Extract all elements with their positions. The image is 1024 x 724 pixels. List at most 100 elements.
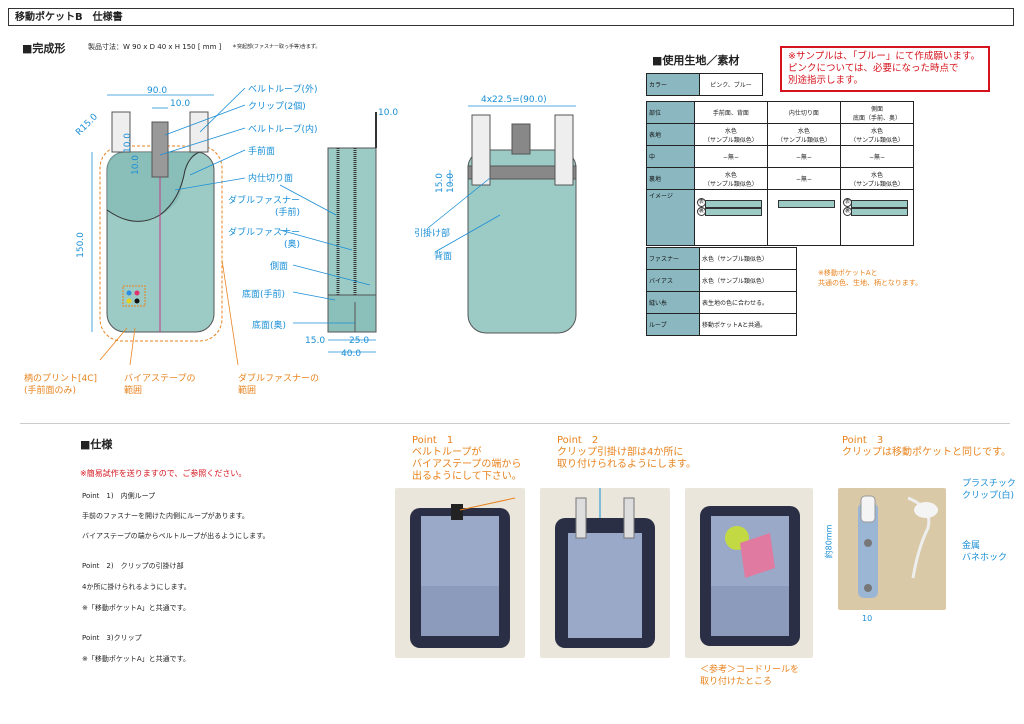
- row-label: イメージ: [646, 189, 695, 246]
- dim-clip-h1: 10.0: [123, 132, 134, 154]
- photo-clip: [838, 488, 946, 610]
- cell: 水色 （サンプル類似色）: [839, 123, 915, 146]
- section-divider: [20, 423, 1010, 424]
- dim-side-top: 10.0: [378, 108, 399, 118]
- spec-line: ※「移動ポケットA」と共通です。: [82, 655, 190, 663]
- common-note: ※移動ポケットAと 共通の色、生地、柄となります。: [818, 269, 923, 287]
- mark-front: 表: [842, 198, 852, 207]
- callout-print: 柄のプリント[4C] (手前面のみ): [24, 374, 98, 396]
- cell: −無−: [693, 145, 768, 168]
- spec-line: Point 1) 内側ループ: [82, 492, 156, 500]
- document-title: 移動ポケットB 仕様書: [8, 8, 1014, 26]
- material-table: 部位 手前面、背面 内仕切り面 側面 底面（手前、奥） 表地 水色 （サンプル類…: [646, 101, 915, 246]
- inner-loop: [151, 121, 169, 178]
- spec-notice: ※簡易試作を送りますので、ご参照ください。: [80, 469, 247, 478]
- callout-front-face: 手前面: [248, 147, 276, 157]
- callout-side: 側面: [270, 262, 289, 272]
- col-part: 部位: [646, 101, 695, 124]
- callout-belt-loop-out: ベルトループ(外): [248, 85, 318, 95]
- point1-caption: Point 1 ベルトループが バイアステープの端から 出るようにして下さい。: [412, 435, 522, 482]
- callout-bottom-front: 底面(手前): [242, 290, 286, 300]
- color-value: ピンク、ブルー: [699, 73, 763, 96]
- photo-point2: [540, 488, 670, 658]
- callout-clip: クリップ(2個): [248, 102, 306, 112]
- col-front-back: 手前面、背面: [693, 101, 768, 124]
- row-label: 裏地: [646, 167, 695, 190]
- callout-bias-range: バイアステープの 範囲: [124, 374, 196, 396]
- part-value: 移動ポケットAと共通。: [699, 313, 797, 336]
- dim-clip-h2: 10.0: [131, 154, 142, 176]
- reference-caption: ＜参考＞コードリールを 取り付けたところ: [700, 665, 800, 687]
- dim-back-pitch: 4x22.5=(90.0): [481, 95, 547, 105]
- part-value: 水色（サンプル類似色）: [699, 247, 797, 270]
- dim-back-h2: 10.0: [446, 172, 457, 194]
- dim-height: 150.0: [75, 232, 86, 258]
- row-label: 中: [646, 145, 695, 168]
- spec-line: ※「移動ポケットA」と共通です。: [82, 604, 190, 612]
- belt-loop-right: [189, 111, 209, 153]
- cell: 水色 （サンプル類似色）: [693, 167, 768, 190]
- dim-clip-w: 10.0: [170, 99, 191, 109]
- callout-zipper-range: ダブルファスナーの 範囲: [238, 374, 320, 396]
- callout-inner-divider: 内仕切り面: [248, 174, 294, 184]
- dim-back-h1: 15.0: [435, 172, 446, 194]
- dim-side-bottom-b: 25.0: [349, 336, 370, 346]
- spec-line: Point 2) クリップの引掛け部: [82, 562, 184, 570]
- image-cell-side: 表 裏: [839, 189, 915, 246]
- photo-point1: [395, 488, 525, 658]
- part-label: バイアス: [646, 269, 700, 292]
- back-diagram: [427, 105, 577, 334]
- point3-caption: Point 3 クリップは移動ポケットと同じです。: [842, 435, 1011, 458]
- callout-belt-loop-in: ベルトループ(内): [248, 125, 318, 135]
- cell: −無−: [766, 167, 841, 190]
- point2-caption: Point 2 クリップ引掛け部は4か所に 取り付けられるようにします。: [557, 435, 696, 470]
- belt-loop-left: [111, 111, 131, 153]
- spec-line: Point 3)クリップ: [82, 634, 142, 642]
- dim-side-bottom-a: 15.0: [305, 336, 326, 346]
- mark-back: 裏: [696, 207, 706, 216]
- front-side-diagram: [91, 87, 377, 366]
- col-inner: 内仕切り面: [766, 101, 841, 124]
- product-size: 製品寸法：W 90 x D 40 x H 150 [ mm ]: [88, 43, 222, 51]
- col-side-bottom: 側面 底面（手前、奥）: [839, 101, 915, 124]
- sample-color-note: ※サンプルは、「ブルー」にて作成願います。 ピンクについては、必要になった時点で…: [780, 46, 990, 92]
- dim-side-depth: 40.0: [341, 349, 362, 359]
- spec-line: 4か所に掛けられるようにします。: [82, 583, 191, 591]
- cell: −無−: [766, 145, 841, 168]
- row-label: 表地: [646, 123, 695, 146]
- part-label: ファスナー: [646, 247, 700, 270]
- cell: −無−: [839, 145, 915, 168]
- clip-width: 10: [862, 614, 873, 623]
- plastic-clip-label: プラスチック クリップ(白): [962, 479, 1016, 501]
- part-label: 縫い糸: [646, 291, 700, 314]
- callout-zip-back: ダブルファスナー (奥): [228, 228, 301, 250]
- cell: 水色 （サンプル類似色）: [693, 123, 768, 146]
- metal-hook-label: 金属 バネホック: [962, 541, 1008, 563]
- callout-hook: 引掛け部: [414, 229, 451, 239]
- image-cell-front: 表 裏: [693, 189, 768, 246]
- part-label: ループ: [646, 313, 700, 336]
- cell: 水色 （サンプル類似色）: [839, 167, 915, 190]
- materials-heading: ■使用生地／素材: [652, 54, 740, 67]
- bias-range-outline: [99, 145, 223, 342]
- mark-back: 裏: [842, 207, 852, 216]
- photo-reference: [685, 488, 813, 658]
- cell: 水色 （サンプル類似色）: [766, 123, 841, 146]
- clip-length: 約80mm: [824, 524, 834, 559]
- size-note: ＊突起部(ファスナー取っ手等)含まず。: [232, 44, 321, 50]
- part-value: 表生地の色に合わせる。: [699, 291, 797, 314]
- color-table: カラーピンク、ブルー: [646, 73, 763, 96]
- callout-zip-front: ダブルファスナー (手前): [228, 196, 301, 218]
- callout-back: 背面: [434, 252, 453, 262]
- completion-heading: ■完成形: [22, 42, 66, 55]
- spec-line: バイアステープの端からベルトループが出るようにします。: [82, 532, 270, 540]
- callout-bottom-back: 底面(奥): [252, 321, 287, 331]
- image-cell-inner: [766, 189, 841, 246]
- color-label: カラー: [646, 73, 700, 96]
- dim-width: 90.0: [147, 86, 168, 96]
- spec-heading: ■仕様: [80, 438, 113, 451]
- mark-front: 表: [696, 198, 706, 207]
- front-pocket-curve: [107, 152, 200, 222]
- part-value: 水色（サンプル類似色）: [699, 269, 797, 292]
- parts-table: ファスナー水色（サンプル類似色） バイアス水色（サンプル類似色） 縫い糸表生地の…: [646, 247, 797, 336]
